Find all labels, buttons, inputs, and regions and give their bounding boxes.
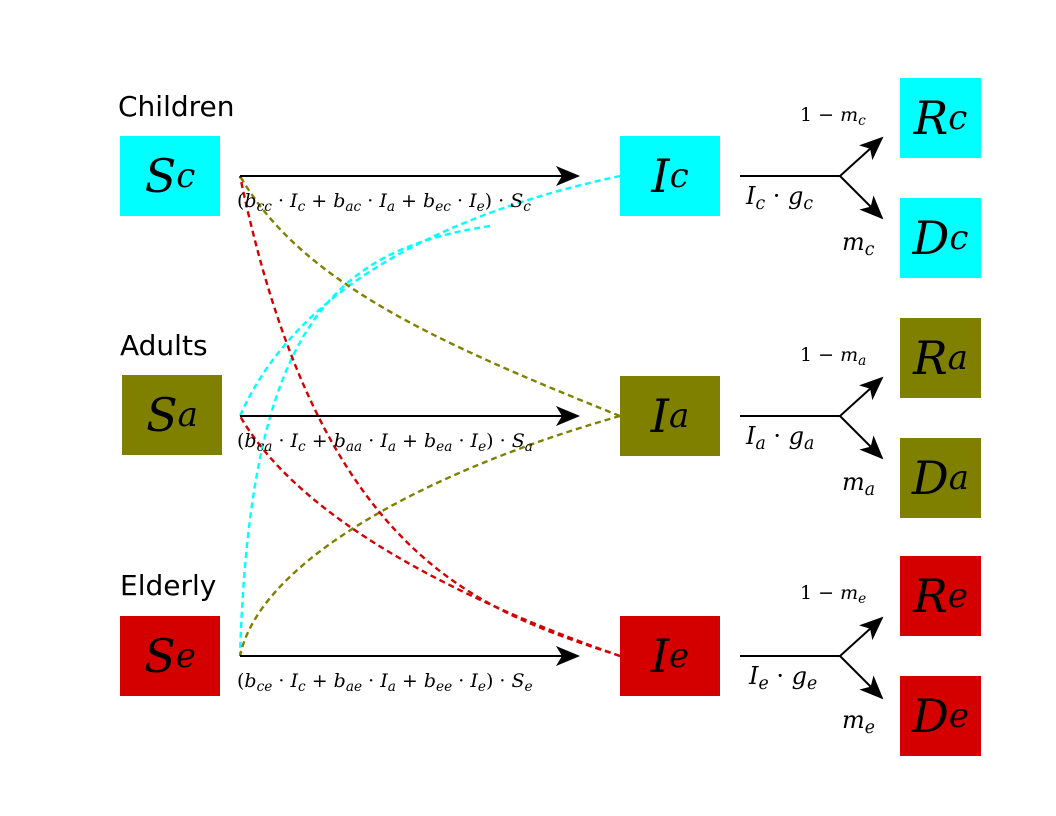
- interaction-curve-ie-sc: [238, 175, 621, 658]
- recovery-arrow-elderly: [839, 616, 884, 657]
- survive-fraction-adults: 1 − ma: [800, 344, 867, 370]
- infection-rate-children: (bcc · Ic + bac · Ia + bec · Ie) · Sc: [237, 190, 531, 216]
- recovery-arrow-adults: [839, 376, 884, 417]
- survive-fraction-elderly: 1 − me: [800, 582, 867, 608]
- survive-fraction-children: 1 − mc: [800, 104, 866, 130]
- recovery-rate-elderly: Ie · ge: [749, 662, 818, 695]
- group-label-children: Children: [118, 90, 235, 123]
- recovery-arrow-children: [839, 136, 884, 177]
- interaction-curve-ia-se: [238, 414, 621, 657]
- infection-rate-elderly: (bce · Ic + bae · Ia + bee · Ie) · Se: [237, 670, 533, 696]
- recovery-rate-children: Ic · gc: [746, 182, 814, 215]
- death-arrow-elderly: [839, 655, 884, 700]
- interaction-curve-ic-sa: [238, 174, 621, 417]
- death-arrow-adults: [839, 415, 884, 460]
- death-fraction-adults: ma: [842, 468, 876, 501]
- interaction-curve-ic-se: [238, 224, 491, 657]
- death-arrow-children: [839, 175, 884, 220]
- death-fraction-elderly: me: [842, 706, 875, 739]
- group-label-elderly: Elderly: [120, 569, 217, 602]
- death-fraction-children: mc: [842, 228, 875, 261]
- infection-rate-adults: (bca · Ic + baa · Ia + bea · Ie) · Sa: [237, 430, 533, 456]
- recovery-rate-adults: Ia · ga: [746, 422, 815, 455]
- interaction-curve-ia-sc: [238, 175, 621, 418]
- group-label-adults: Adults: [120, 329, 208, 362]
- interaction-curve-ie-sa: [238, 415, 621, 658]
